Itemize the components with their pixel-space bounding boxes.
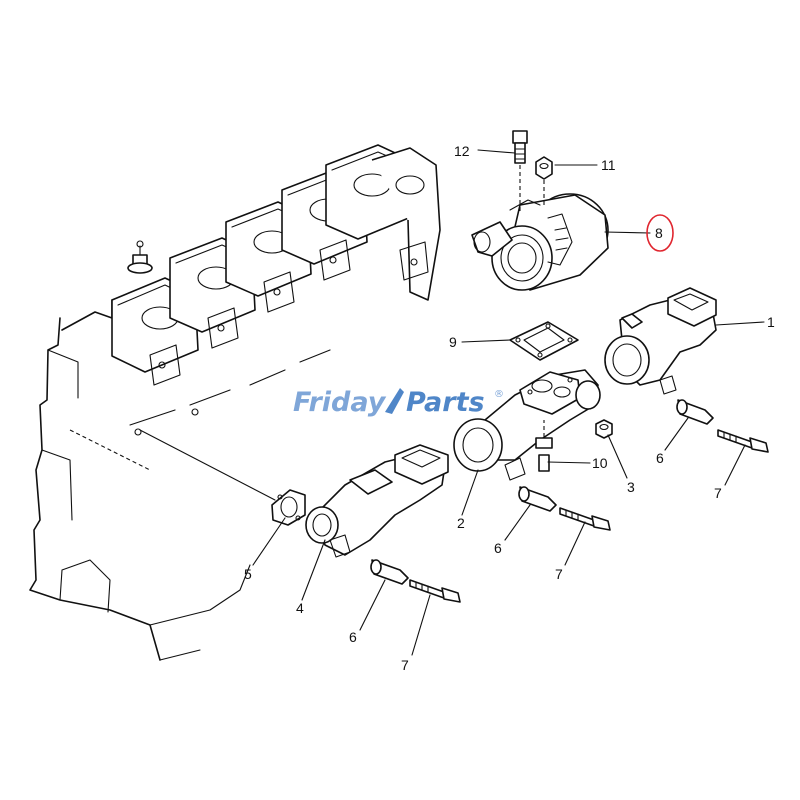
callout-2: 2 bbox=[457, 515, 465, 531]
engine-block bbox=[29, 144, 441, 661]
exhaust-manifold-front bbox=[604, 287, 717, 395]
exhaust-manifold-center bbox=[453, 369, 601, 481]
turbocharger bbox=[471, 193, 609, 291]
callout-6c: 6 bbox=[349, 629, 357, 645]
manifold-nut bbox=[595, 419, 613, 439]
callout-3: 3 bbox=[627, 479, 635, 495]
watermark-registered-mark: ® bbox=[494, 389, 504, 400]
manifold-bolt bbox=[535, 420, 553, 472]
oil-filler-cap bbox=[127, 240, 153, 274]
bolt-center bbox=[559, 507, 611, 531]
callout-8-highlight-ring bbox=[646, 214, 674, 252]
callout-12: 12 bbox=[454, 143, 470, 159]
callout-8: 8 bbox=[655, 225, 663, 241]
turbo-gasket bbox=[509, 321, 579, 361]
exhaust-manifold-rear bbox=[305, 444, 449, 558]
bolt-front bbox=[717, 429, 769, 453]
callout-7b: 7 bbox=[555, 566, 563, 582]
watermark-swoosh-icon bbox=[385, 388, 404, 414]
bolt-rear bbox=[409, 579, 461, 603]
callout-5: 5 bbox=[244, 566, 252, 582]
callout-10: 10 bbox=[592, 455, 608, 471]
callout-6a: 6 bbox=[656, 450, 664, 466]
manifold-gasket bbox=[271, 489, 306, 526]
callout-labels: 12 11 8 1 9 10 3 6 7 2 6 7 5 4 6 7 bbox=[244, 143, 775, 673]
cylinder-head-6 bbox=[371, 147, 441, 301]
callout-6b: 6 bbox=[494, 540, 502, 556]
stud-bolt bbox=[512, 130, 528, 212]
callout-4: 4 bbox=[296, 600, 304, 616]
nut bbox=[535, 156, 553, 205]
watermark-text-friday: Friday bbox=[293, 387, 387, 418]
watermark-text-parts: Parts bbox=[406, 387, 485, 418]
watermark-logo: Friday Parts ® bbox=[293, 387, 504, 418]
callout-7a: 7 bbox=[714, 485, 722, 501]
callout-9: 9 bbox=[449, 334, 457, 350]
callout-1: 1 bbox=[767, 314, 775, 330]
spacer-front bbox=[676, 399, 714, 425]
spacer-center bbox=[518, 486, 557, 512]
spacer-rear bbox=[370, 559, 409, 585]
callout-11: 11 bbox=[601, 157, 616, 173]
callout-7c: 7 bbox=[401, 657, 409, 673]
leader-lines bbox=[252, 149, 765, 656]
